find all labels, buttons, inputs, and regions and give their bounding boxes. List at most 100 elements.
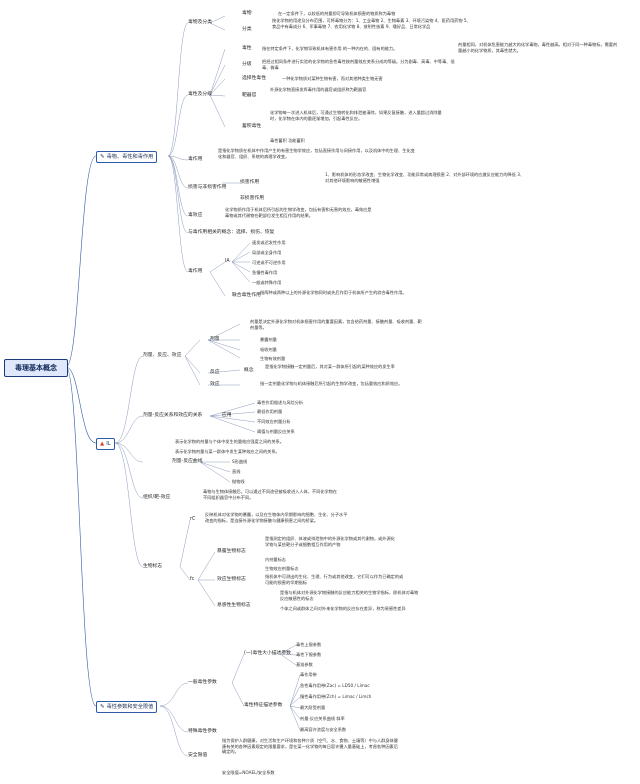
node-text: 表示化学物的剂量与个体中发生的量效应强度之间的关系。 xyxy=(175,439,284,444)
node-effect-types[interactable]: 毒作用 xyxy=(188,269,203,274)
feature-item[interactable]: 最高容许浓度与安全系数 xyxy=(300,727,347,732)
node-text: 化学物每一次进入机体后，可通过生物转化和排泄被清除，如果反复接触，进入量超过消除… xyxy=(270,110,442,121)
node-concept[interactable]: 概念 xyxy=(244,368,254,373)
node-text: 指两种或两种以上的外源化学物同时或先后作用于机体所产生的综合毒性作用。 xyxy=(260,290,407,295)
node-general-params[interactable]: 一般毒性参数 xyxy=(188,680,217,685)
node-text: 是指测定的组织、体液或排泄物中的外源化学物或其代谢物，或外源化学物与某些靶分子或… xyxy=(265,536,395,547)
node-fc: fc xyxy=(190,577,195,582)
node-exposure-marker[interactable]: 暴露生物标志 xyxy=(217,549,246,554)
dose-item[interactable]: 暴露剂量 xyxy=(260,337,277,342)
curve-item[interactable]: 直线 xyxy=(232,469,241,474)
node-harm[interactable]: 损害作用 xyxy=(240,180,260,185)
effect-type-item[interactable]: 急慢性毒作用 xyxy=(252,270,278,275)
feature-item[interactable]: 毒作用带 xyxy=(300,672,317,677)
node-classification[interactable]: 分类 xyxy=(242,27,252,32)
node-text: 指为保护人群健康，对生活和生产环境和各种介质（空气、水、食物、土壤等）中与人群身… xyxy=(222,738,398,755)
node-text: 指在特定条件下，化学物导致机体有害作用 的一种内在的、固有的能力。 xyxy=(262,46,398,51)
curve-item[interactable]: 抛物线 xyxy=(232,479,245,484)
node-nonharm[interactable]: 非损害作用 xyxy=(240,196,264,201)
branch-il[interactable]: ▲ IL xyxy=(96,438,115,450)
node-feature-params[interactable]: 毒性特征描述参数 xyxy=(244,703,283,708)
node-tissue-effect[interactable]: 组织/靶-效应 xyxy=(143,495,171,500)
fire-icon: ▲ xyxy=(100,441,105,447)
node-grading[interactable]: 分级 xyxy=(242,62,252,67)
node-joint-toxicity[interactable]: 联合毒性作用 xyxy=(232,293,261,298)
node-text: 是指化学物质在机体中作用产生的有害生物学效应，包括直接作用与间接作用，以及机体中… xyxy=(218,148,415,159)
feature-item[interactable]: 剂量-反应关系曲线 斜率 xyxy=(300,716,345,721)
node-text: 化学物质作用于机体后所引起的生物学改变，包括有害和无害的效应，毒效应是毒物或其代… xyxy=(225,207,372,218)
node-safety-limit[interactable]: 安全限值 xyxy=(188,753,208,758)
node-formula: 安全限值=NOAEL/安全系数 xyxy=(222,770,275,775)
param-item[interactable]: 毒性下限参数 xyxy=(296,652,322,657)
node-text: 按化学物的用途及分布范围，可将毒物分为：1、工业毒物 2、生物毒素 3、环境污染… xyxy=(272,18,471,29)
node-accumulation[interactable]: 蓄积毒性 xyxy=(242,124,262,129)
feature-item[interactable]: 最大耐受剂量 xyxy=(300,705,326,710)
node-dose[interactable]: 剂量 xyxy=(210,337,220,342)
node-toxic-effect[interactable]: 毒作用 xyxy=(188,157,203,162)
node-text: 个体之间或群体之间对外来化学物的反应存在差异，称为易感性差异 xyxy=(280,606,406,611)
param-item[interactable]: 基准参数 xyxy=(296,662,313,667)
node-biomarker[interactable]: 生物标志 xyxy=(143,564,163,569)
effect-type-item[interactable]: 可逆或不可逆作用 xyxy=(252,260,286,265)
node-text: 指机体中可测出的生化、生理、行为或其他改变，它们可以作为已确定的或可能的损害的早… xyxy=(265,574,404,585)
application-item[interactable]: 毒性作用描述与风险分析 xyxy=(257,400,304,405)
node-relationship[interactable]: 剂量-反应关系和效应的关系 xyxy=(143,413,203,418)
node-toxicity-grade[interactable]: 毒性及分级 xyxy=(188,92,212,97)
node-response[interactable]: 反应 xyxy=(210,370,220,375)
node-text: 是指与机体对外源化学物接触的反应能力相关的生物学指标，即机体对毒物反应敏感性的标… xyxy=(280,590,419,601)
node-text: 反映机体对化学物的暴露，以及在生物体内早期影响的细胞、生化、分子水平改变的指标，… xyxy=(205,512,348,523)
node-effect[interactable]: 效应 xyxy=(210,382,220,387)
node-ia: IA xyxy=(225,259,230,264)
node-text: 指一定剂量化学物与机体接触后所引起的生物学改变，包括量效应和质效应。 xyxy=(260,381,403,386)
feature-item[interactable]: 急性毒作用带(Zac) = LD50 / Limac xyxy=(300,683,370,688)
feature-item[interactable]: 慢性毒作用带(Zch) = Limac / Limch xyxy=(300,694,372,699)
node-text: 剂量是决定外源化学物对机体损害作用的重要因素，包含给药剂量、接触剂量、吸收剂量、… xyxy=(250,319,422,330)
node-gc: rC xyxy=(190,517,196,522)
node-toxicant-class[interactable]: 毒物及分类 xyxy=(188,20,212,25)
exposure-item[interactable]: 内剂量标志 xyxy=(265,557,286,562)
node-text: 毒物与生物体接触后，可以通过不同途径被吸收进入人体，不同化学物在不同组织器官中分… xyxy=(203,489,338,500)
node-application[interactable]: 应用 xyxy=(222,413,232,418)
dose-item[interactable]: 生物有效剂量 xyxy=(260,356,286,361)
node-target-organ[interactable]: 靶器官 xyxy=(242,93,257,98)
node-toxic-response[interactable]: 毒效应 xyxy=(188,213,203,218)
branch-label: IL xyxy=(106,441,111,447)
effect-type-item[interactable]: 速发或迟发性作用 xyxy=(252,240,286,245)
node-text: 剂量相同，对机体危害能力越大的化学毒物，毒性越高。相对于同一种毒物标，需要剂量越… xyxy=(458,42,618,53)
branch-label: 毒性参数和安全限值 xyxy=(106,704,154,710)
curve-item[interactable]: S形曲线 xyxy=(232,459,248,464)
branch-label: 毒物、毒性和毒作用 xyxy=(106,154,154,160)
branch-safety[interactable]: ✎ 毒性参数和安全限值 xyxy=(96,701,158,713)
root-node[interactable]: 毒理基本概念 xyxy=(4,359,68,377)
node-size-params[interactable]: (一)毒性大小描述参数 xyxy=(244,651,291,656)
application-item[interactable]: 不同效应剂量分析 xyxy=(257,419,291,424)
pencil-icon: ✎ xyxy=(100,154,105,160)
pencil-icon: ✎ xyxy=(100,704,105,710)
node-special-params[interactable]: 特殊毒性参数 xyxy=(188,729,217,734)
node-toxicity[interactable]: 毒性 xyxy=(242,46,252,51)
param-item[interactable]: 毒性上限参数 xyxy=(296,642,322,647)
node-text: 一种化学物质对某种生物有害，而对其他种类生物无害 xyxy=(282,76,383,81)
node-effect-marker[interactable]: 效应生物标志 xyxy=(217,577,246,582)
node-curve[interactable]: 剂量-反应曲线 xyxy=(172,459,203,464)
effect-type-item[interactable]: 局部或全身作用 xyxy=(252,250,282,255)
effect-type-item[interactable]: 一般或特殊作用 xyxy=(252,280,282,285)
node-harm-nonharm[interactable]: 损害与非损害作用 xyxy=(188,185,227,190)
node-dose-response[interactable]: 剂量、反应、效应 xyxy=(143,353,182,358)
branch-toxicity[interactable]: ✎ 毒物、毒性和毒作用 xyxy=(96,151,158,163)
node-text: 表示化学物剂量与某一群体中发生某种效应之间的关系。 xyxy=(175,449,280,454)
node-text: 毒性蓄积 功能蓄积 xyxy=(270,138,305,143)
exposure-item[interactable]: 生物效应剂量标志 xyxy=(265,566,299,571)
node-related-concepts[interactable]: 与毒作用相关的概念：选择、损伤、恢复 xyxy=(188,230,275,235)
node-text: 1、影响机体的形态学改变、生物化学改变、功能异常或病理损害 2、对外部环境的应激… xyxy=(325,172,525,183)
node-text: 在一定条件下，以较低的剂量即可导致机体损害的物质称为毒物 xyxy=(278,11,396,16)
node-text: 把经过相同条件进行实验的化学物的急性毒性按剂量效应关系分成的等级。分为剧毒、高毒… xyxy=(262,59,455,70)
dose-item[interactable]: 吸收剂量 xyxy=(260,347,277,352)
node-selective-toxicity[interactable]: 选择性毒性 xyxy=(242,76,266,81)
node-susceptibility-marker[interactable]: 易感性生物标志 xyxy=(217,603,251,608)
application-item[interactable]: 阈值与剂量反应关系 xyxy=(257,429,295,434)
node-text: 是指化学物接触一定剂量后，其对某一群体所引起的某种效应的发生率 xyxy=(265,364,395,369)
application-item[interactable]: 最低作用剂量 xyxy=(257,409,283,414)
node-toxicant[interactable]: 毒物 xyxy=(242,11,252,16)
